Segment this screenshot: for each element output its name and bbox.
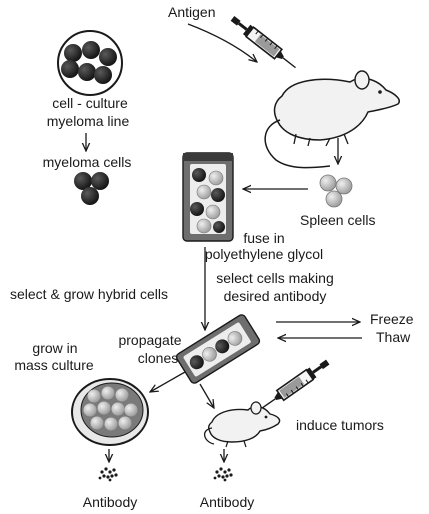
spleen-cells-label: Spleen cells: [300, 212, 376, 228]
grow-label-1: grow in: [32, 340, 78, 356]
myeloma-cells-icon: [74, 172, 109, 205]
culture-line-label-1: cell - culture: [52, 95, 128, 111]
spleen-cells-icon: [319, 174, 353, 208]
mouse-icon-bottom: [204, 401, 281, 448]
propagate-label-1: propagate: [118, 332, 182, 348]
antibody-label-right: Antibody: [199, 494, 255, 510]
cell-vessel-icon: [175, 314, 261, 384]
myeloma-cells-label: myeloma cells: [42, 154, 132, 170]
arrow-to-bottom-mouse: [199, 383, 214, 408]
propagate-label-2: clones: [137, 350, 179, 366]
antibody-particles-icon: [98, 467, 118, 482]
thaw-label: Thaw: [376, 329, 411, 345]
mass-culture-dish-icon: [71, 378, 149, 446]
freeze-label: Freeze: [370, 311, 414, 327]
mouse-icon: [264, 70, 400, 169]
antigen-label: Antigen: [168, 4, 216, 20]
fusion-tube-icon: [182, 152, 234, 242]
grow-label-2: mass culture: [14, 357, 94, 373]
antibody-particles-icon-right: [213, 467, 233, 482]
syringe-icon: [230, 16, 296, 69]
culture-line-label-2: myeloma line: [46, 113, 130, 129]
antibody-label-left: Antibody: [82, 494, 138, 510]
arrow-antigen: [187, 23, 257, 62]
induce-tumors-label: induce tumors: [296, 417, 384, 433]
syringe-icon-bottom: [261, 359, 330, 409]
fuse-label-1: fuse in: [243, 230, 285, 246]
arrow-to-mass-culture: [150, 371, 186, 392]
select-grow-label: select & grow hybrid cells: [10, 286, 168, 302]
select-making-label-2: desired antibody: [223, 288, 327, 304]
select-making-label-1: select cells making: [216, 270, 334, 286]
fuse-label-2: polyethylene glycol: [204, 246, 324, 262]
culture-dish-icon: [57, 30, 123, 96]
